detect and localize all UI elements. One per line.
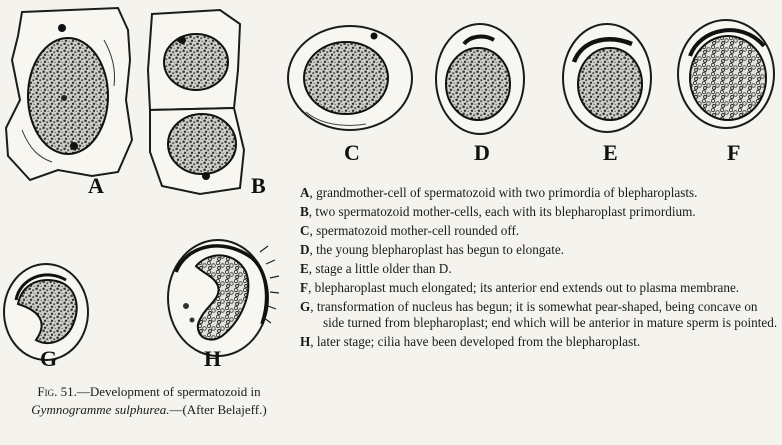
panel-label-f: F (727, 140, 740, 166)
cell-drawing-a (6, 8, 132, 180)
legend-item-f: F, blepharoplast much elongated; its ant… (300, 280, 778, 296)
cell-drawing-c (288, 26, 412, 130)
panel-label-g: G (40, 346, 57, 372)
panel-label-a: A (88, 173, 104, 199)
panel-label-c: C (344, 140, 360, 166)
legend-item-g: G, transformation of nucleus has begun; … (300, 299, 778, 331)
species-name: Gymnogramme sulphurea. (31, 402, 169, 417)
legend-item-a: A, grandmother-cell of spermatozoid with… (300, 185, 778, 201)
cell-drawing-b (148, 10, 244, 194)
legend-item-h: H, later stage; cilia have been develope… (300, 334, 778, 350)
caption-text-before: —Development of spermatozoid in (77, 384, 261, 399)
caption-text-after: —(After Belajeff.) (169, 402, 266, 417)
panel-label-h: H (204, 346, 221, 372)
legend-item-e: E, stage a little older than D. (300, 261, 778, 277)
figure-legend: A, grandmother-cell of spermatozoid with… (300, 185, 778, 353)
legend-item-d: D, the young blepharoplast has begun to … (300, 242, 778, 258)
legend-item-c: C, spermatozoid mother-cell rounded off. (300, 223, 778, 239)
cell-drawing-d (436, 24, 524, 134)
panel-label-d: D (474, 140, 490, 166)
cell-drawing-f (678, 20, 774, 128)
figure-caption: Fig. 51.—Development of spermatozoid in … (24, 383, 274, 418)
cell-drawing-h (168, 240, 279, 356)
panel-label-b: B (251, 173, 266, 199)
legend-item-b: B, two spermatozoid mother-cells, each w… (300, 204, 778, 220)
panel-label-e: E (603, 140, 618, 166)
figure-number: Fig. 51. (37, 384, 76, 399)
cell-drawing-e (563, 24, 651, 132)
